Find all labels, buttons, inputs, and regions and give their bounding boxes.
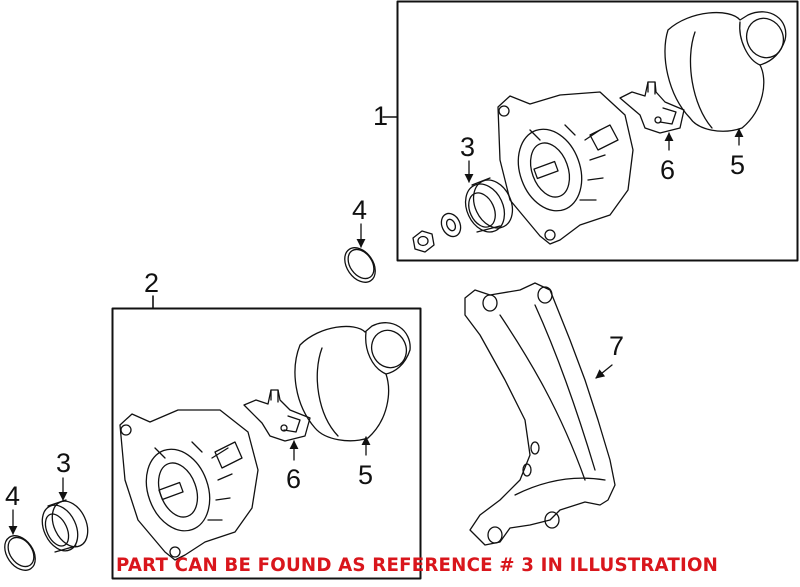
pulley-part	[464, 177, 514, 233]
alternator-part	[497, 91, 634, 245]
callout-3-bottom: 3	[56, 448, 72, 478]
callout-4-bottom: 4	[5, 481, 21, 511]
cap-ring-part	[344, 247, 376, 283]
callout-1: 1	[373, 101, 389, 131]
washer-part	[440, 212, 462, 238]
voltage-regulator-part	[619, 81, 685, 134]
cap-ring-part	[4, 535, 36, 571]
group-box-1	[382, 0, 799, 262]
reference-note: PART CAN BE FOUND AS REFERENCE # 3 IN IL…	[116, 555, 719, 576]
callout-6-bottom: 6	[286, 464, 302, 494]
mounting-bracket-part	[464, 282, 616, 546]
callout-3-top: 3	[460, 132, 476, 162]
nut-part	[412, 230, 435, 253]
rear-cover-part	[664, 11, 787, 132]
callout-5-bottom: 5	[358, 460, 374, 490]
callout-arrow-7	[595, 364, 613, 379]
group-box-2	[111, 295, 422, 580]
pulley-part	[41, 499, 89, 553]
callout-7: 7	[609, 331, 625, 361]
alternator-part	[119, 409, 259, 561]
voltage-regulator-part	[243, 389, 311, 442]
callout-4-mid: 4	[352, 195, 368, 225]
callout-5-top: 5	[730, 150, 746, 180]
callout-2: 2	[144, 268, 160, 298]
callout-6-top: 6	[660, 155, 676, 185]
rear-cover-part	[294, 322, 411, 442]
